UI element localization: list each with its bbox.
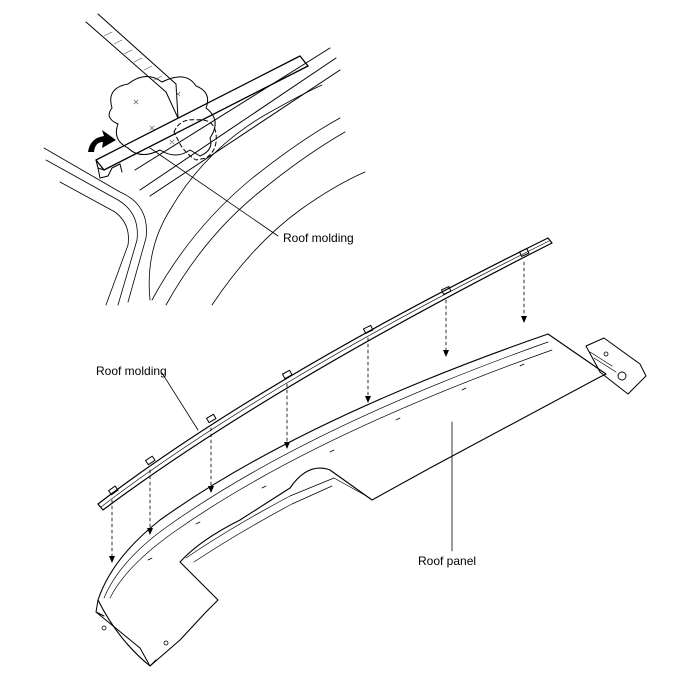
leader-line xyxy=(149,147,279,237)
clip-icon xyxy=(282,369,293,380)
roof-panel-recess xyxy=(185,477,371,559)
clip-icon xyxy=(206,413,217,424)
body-contour-line xyxy=(151,117,341,301)
trim-tool xyxy=(85,13,177,93)
arrowheads xyxy=(109,316,527,563)
roof-panel-flange xyxy=(109,349,553,599)
molding-end-clip xyxy=(97,163,123,179)
bracket-hole xyxy=(617,371,627,381)
clip-icon xyxy=(363,324,374,334)
rear-bracket-detail xyxy=(589,351,617,373)
clip-icon xyxy=(441,286,452,295)
roof-molding-strip-inner xyxy=(100,240,550,508)
detail-view xyxy=(43,13,366,306)
body-contour-line xyxy=(148,84,323,301)
leader-line xyxy=(161,372,199,431)
exploded-view xyxy=(95,237,647,667)
roof-panel xyxy=(97,333,607,667)
body-contour-line xyxy=(45,159,138,306)
roof-panel-label: Roof panel xyxy=(418,554,477,568)
roof-panel-recess xyxy=(193,485,333,563)
clip-icon xyxy=(519,248,530,257)
roof-rail-edge xyxy=(134,47,331,171)
protective-cloth xyxy=(108,76,216,157)
body-contour-line xyxy=(211,171,366,306)
corner-hole xyxy=(163,640,169,646)
roof-panel-flange xyxy=(103,341,549,599)
installation-arrows xyxy=(111,261,525,561)
rear-bracket xyxy=(585,337,647,395)
panel-channel-marks xyxy=(147,363,525,561)
roof-molding-piece xyxy=(95,55,309,171)
body-contour-line xyxy=(165,131,346,306)
clip-icon xyxy=(145,455,156,466)
corner-hole xyxy=(101,625,107,631)
roof-rail-edge xyxy=(139,57,337,191)
curved-arrow-icon xyxy=(88,130,116,152)
trim-tool-tip xyxy=(165,83,179,119)
roof-molding-detail-label: Roof molding xyxy=(283,231,354,245)
body-contour-line xyxy=(59,181,129,306)
roof-molding-label: Roof molding xyxy=(96,364,167,378)
trim-tool-hatch xyxy=(103,31,163,81)
cloth-texture xyxy=(133,91,181,145)
front-corner-flange xyxy=(95,599,157,667)
clip-icon xyxy=(108,485,119,496)
body-contour-line xyxy=(43,147,147,303)
molding-clips xyxy=(108,248,530,496)
bracket-hole xyxy=(603,351,609,357)
hidden-clip-outline xyxy=(173,119,217,161)
roof-molding-strip xyxy=(97,237,553,511)
roof-rail-edge xyxy=(149,69,341,197)
